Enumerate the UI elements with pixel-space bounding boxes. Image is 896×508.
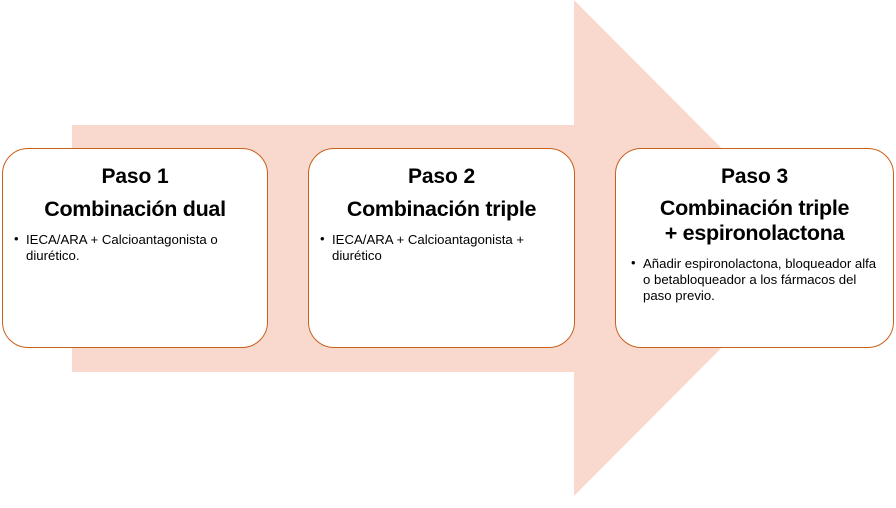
step-2-subtitle: Combinación triple bbox=[346, 196, 537, 221]
step-2-bullet-list: IECA/ARA + Calcioantagonista + diurético bbox=[309, 231, 574, 264]
list-item: Añadir espironolactona, bloqueador alfa … bbox=[630, 255, 885, 305]
list-item: IECA/ARA + Calcioantagonista o diurético… bbox=[13, 231, 261, 264]
step-1-heading: Paso 1 Combinación dual bbox=[3, 149, 267, 221]
step-box-paso-3[interactable]: Paso 3 Combinación triple + espironolact… bbox=[615, 148, 894, 348]
step-1-subtitle: Combinación dual bbox=[44, 196, 226, 221]
step-box-paso-1[interactable]: Paso 1 Combinación dual IECA/ARA + Calci… bbox=[2, 148, 268, 348]
step-3-heading: Paso 3 Combinación triple + espironolact… bbox=[616, 149, 893, 245]
list-item: IECA/ARA + Calcioantagonista + diurético bbox=[319, 231, 568, 264]
step-box-paso-2[interactable]: Paso 2 Combinación triple IECA/ARA + Cal… bbox=[308, 148, 575, 348]
step-3-label: Paso 3 bbox=[720, 165, 789, 188]
step-2-heading: Paso 2 Combinación triple bbox=[309, 149, 574, 221]
step-3-subtitle-line-2: + espironolactona bbox=[664, 220, 845, 245]
step-3-subtitle-line-1: Combinación triple bbox=[659, 195, 850, 220]
step-2-label: Paso 2 bbox=[407, 165, 476, 188]
step-1-bullet-list: IECA/ARA + Calcioantagonista o diurético… bbox=[3, 231, 267, 264]
step-1-label: Paso 1 bbox=[101, 165, 169, 188]
step-3-bullet-list: Añadir espironolactona, bloqueador alfa … bbox=[616, 255, 893, 305]
